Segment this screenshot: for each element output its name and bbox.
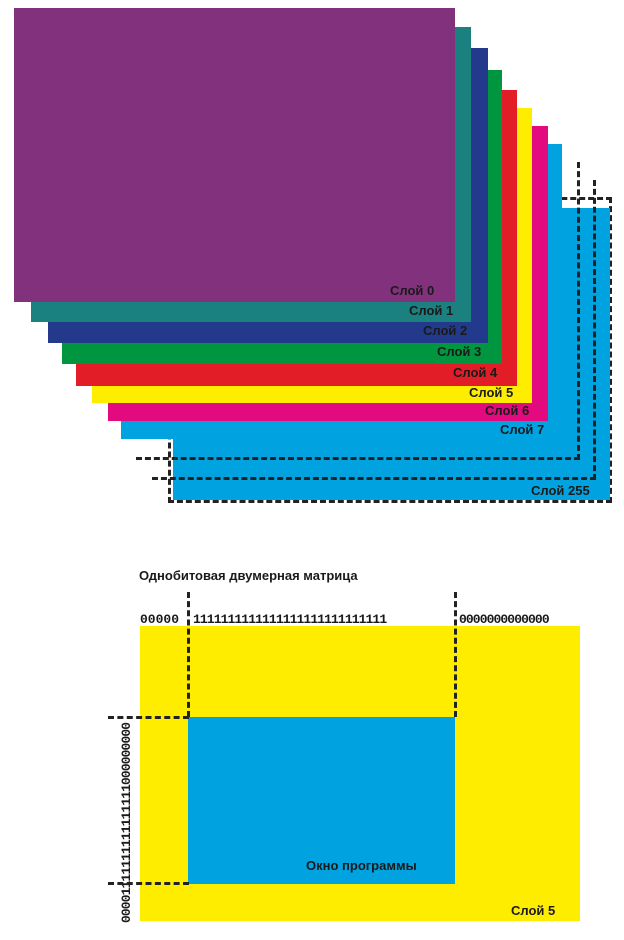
guide-vertical-right (454, 592, 457, 717)
side-bits: 00001111111111111111000000000 (117, 623, 135, 923)
layer-dashed-1 (136, 162, 580, 460)
layer-label-0: Слой 0 (390, 283, 435, 298)
top-bits-left: 00000 (140, 612, 180, 627)
guide-horizontal-bottom (108, 882, 189, 885)
layer-0 (14, 8, 455, 302)
layer-5-label: Слой 5 (511, 903, 556, 918)
side-bits-middle: 1111111111111111 (119, 784, 134, 896)
layers-diagram: Слой 0 Слой 1 Слой 2 Слой 3 Слой 4 Слой … (14, 8, 612, 503)
layer-label-7: Слой 7 (500, 422, 545, 437)
guide-vertical-left (187, 592, 190, 717)
matrix-title: Однобитовая двумерная матрица (139, 568, 358, 583)
top-bits-right: 0000000000000 (459, 612, 550, 627)
layer-label-5: Слой 5 (469, 385, 514, 400)
layer-label-4: Слой 4 (453, 365, 498, 380)
side-bits-bottom: 0000 (119, 895, 134, 923)
guide-horizontal-top (108, 716, 189, 719)
layer-label-255: Слой 255 (531, 483, 590, 498)
layer-label-3: Слой 3 (437, 344, 482, 359)
layer-label-6: Слой 6 (485, 403, 530, 418)
matrix-diagram: Однобитовая двумерная матрица 00000 1111… (0, 540, 624, 940)
program-window (188, 717, 455, 884)
layer-label-2: Слой 2 (423, 323, 468, 338)
layer-dashed-2 (152, 180, 596, 480)
window-label: Окно программы (306, 858, 417, 873)
top-bits-middle: 1111111111111111111111111111 (193, 612, 387, 627)
layer-label-1: Слой 1 (409, 303, 454, 318)
side-bits-top: 000000000 (119, 722, 134, 785)
